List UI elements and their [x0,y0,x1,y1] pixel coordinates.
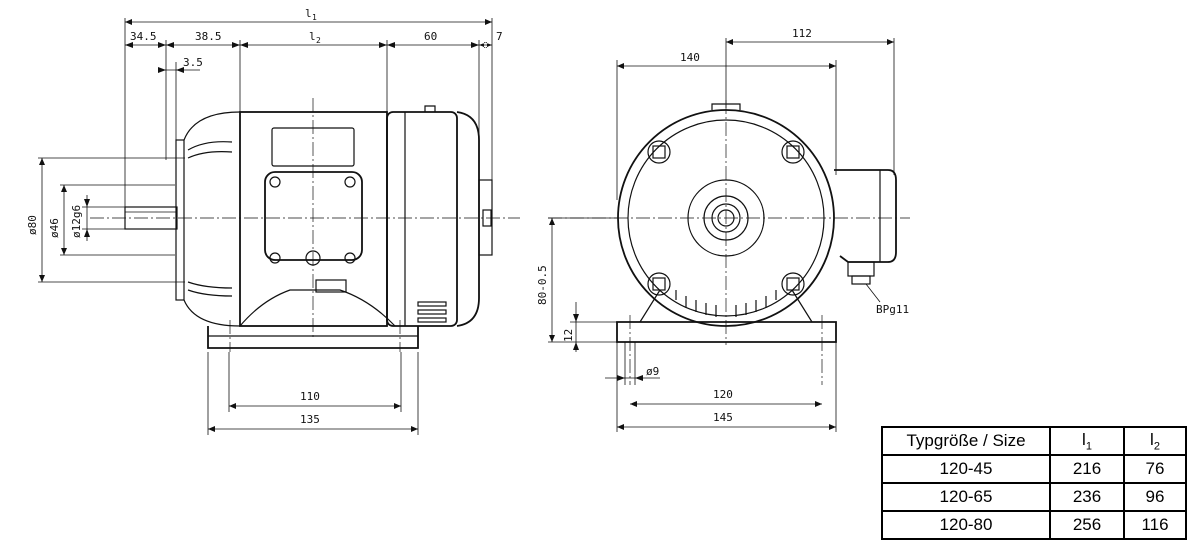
dim-d9: ø9 [646,365,659,378]
dim-d46: ø46 [48,218,61,238]
header-l2: l2 [1123,426,1187,456]
dim-112: 112 [792,27,812,40]
dim-d80: ø80 [26,215,39,235]
table-row: 120-45 216 76 [881,454,1187,484]
dim-d12g6: ø12g6 [70,205,83,238]
cell-l1: 236 [1049,482,1125,512]
cell-l2: 116 [1123,510,1187,540]
dim-12-base: 12 [562,329,575,342]
table-row: 120-80 256 116 [881,510,1187,540]
dim-7: 7 [496,30,503,43]
cell-l1: 216 [1049,454,1125,484]
cell-l2: 96 [1123,482,1187,512]
table-header-row: Typgröße / Size l1 l2 [881,426,1187,456]
dim-135: 135 [300,413,320,426]
front-view: 140 112 BPg11 [536,27,910,432]
dim-34-5: 34.5 [130,30,157,43]
cell-l2: 76 [1123,454,1187,484]
size-table: Typgröße / Size l1 l2 120-45 216 76 120-… [881,426,1187,540]
cell-size: 120-65 [881,482,1051,512]
cell-size: 120-45 [881,454,1051,484]
dim-3-5: 3.5 [183,56,203,69]
dim-80-height: 80-0.5 [536,265,549,305]
dim-145: 145 [713,411,733,424]
table-row: 120-65 236 96 [881,482,1187,512]
cell-l1: 256 [1049,510,1125,540]
cell-size: 120-80 [881,510,1051,540]
side-view: l 1 34.5 38.5 l 2 60 7 3.5 ø80 ø46 ø12g6 [26,7,520,435]
dim-140: 140 [680,51,700,64]
dim-l2-sub: 2 [316,36,321,45]
dim-l2: l [309,30,316,43]
dim-120: 120 [713,388,733,401]
header-size: Typgröße / Size [881,426,1051,456]
dim-38-5: 38.5 [195,30,222,43]
dim-l1: l [305,7,312,20]
header-l1: l1 [1049,426,1125,456]
dim-110: 110 [300,390,320,403]
label-bpg11: BPg11 [876,303,909,316]
dim-60: 60 [424,30,437,43]
dim-l1-sub: 1 [312,13,317,22]
